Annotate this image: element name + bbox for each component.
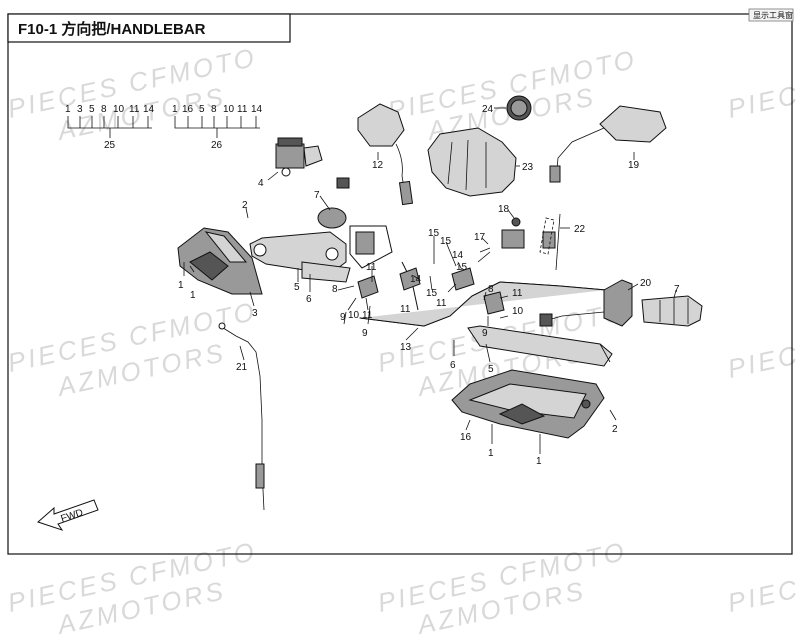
right-switch-part [539,279,703,327]
callout-2: 2 [612,424,618,435]
callout-11: 11 [362,310,373,321]
callout-11: 11 [436,298,447,309]
right-bracket-part [467,325,613,367]
kit-total: 26 [211,140,223,151]
diagram-frame [7,13,793,555]
callout-4: 4 [258,178,264,189]
callout-15: 15 [440,236,452,247]
cover-part [427,127,517,197]
kit-number: 1 [172,104,178,115]
kit-number: 14 [143,104,155,115]
callout-6: 6 [306,294,312,305]
kit-number: 3 [77,104,83,115]
callout-8: 8 [488,284,494,295]
callout-9: 9 [362,328,368,339]
left-bracket-part [249,231,351,283]
right-mirror-part [549,105,667,183]
callout-12: 12 [372,160,384,171]
kit-26: 1 16 5 8 10 11 14 26 [172,104,263,151]
callout-15: 15 [426,288,438,299]
callout-2: 2 [242,200,248,211]
kit-number: 11 [237,104,248,115]
callout-16: 16 [460,432,472,443]
callout-18: 18 [498,204,510,215]
callout-14: 14 [410,274,422,285]
callout-5: 5 [488,364,494,375]
callout-20: 20 [640,278,652,289]
callout-7: 7 [674,284,680,295]
callout-9: 9 [340,312,346,323]
callout-15: 15 [428,228,440,239]
show-toolbar-button[interactable]: 显示工具窗 [748,8,794,22]
callout-19: 19 [628,160,640,171]
handlebar-part [359,261,607,327]
callout-1: 1 [536,456,542,467]
kit-number: 8 [101,104,107,115]
watermark-line: PIECES CFMOTO [725,536,800,618]
kit-number: 10 [113,104,125,115]
callout-11: 11 [512,288,523,299]
kit-total: 25 [104,140,116,151]
fwd-arrow: FWD [37,499,99,531]
show-toolbar-button-box[interactable] [748,8,794,22]
kit-number: 5 [199,104,205,115]
watermark-line: PIECES CFMOTO [725,302,800,384]
fwd-arrow-icon [37,499,99,531]
show-toolbar-label[interactable]: 显示工具窗 [753,10,793,20]
left-handguard-part [177,227,263,295]
callout-7: 7 [314,190,320,201]
part-drawings: FWD [37,95,703,531]
kit-number: 5 [89,104,95,115]
master-cylinder-part [275,137,323,177]
switch-17-part [477,217,525,263]
cap-part [506,95,532,121]
callout-23: 23 [522,162,534,173]
callout-11: 11 [400,304,411,315]
leader-lines [183,107,677,454]
page-title: F10-1 方向把/HANDLEBAR [18,20,206,38]
kit-number: 14 [251,104,263,115]
callout-13: 13 [400,342,412,353]
callout-10: 10 [348,310,360,321]
callout-3: 3 [252,308,258,319]
left-switch-part [317,177,393,269]
throttle-part [539,213,561,271]
kit-number: 10 [223,104,235,115]
callout-1: 1 [190,290,196,301]
callout-8: 8 [332,284,338,295]
callouts: 24 12 23 19 4 7 18 22 2 15 15 17 1 1 5 6… [178,104,680,467]
clamps-part [357,267,505,315]
callout-17: 17 [474,232,486,243]
kit-number: 8 [211,104,217,115]
watermark-line: PIECES CFMOTO [725,42,800,124]
callout-24: 24 [482,104,494,115]
callout-9: 9 [482,328,488,339]
callout-14: 14 [452,250,464,261]
callout-21: 21 [236,362,248,373]
title-box [7,13,291,43]
callout-5: 5 [294,282,300,293]
cable-part [218,322,265,511]
fwd-label: FWD [60,507,85,525]
callout-11: 11 [366,262,377,273]
kit-25: 1 3 5 8 10 11 14 25 [65,104,155,151]
right-handguard-part [451,369,605,439]
left-mirror-part [357,103,414,206]
kit-number: 11 [129,104,140,115]
callout-1: 1 [488,448,494,459]
callout-22: 22 [574,224,586,235]
kit-number: 16 [182,104,194,115]
kit-number: 1 [65,104,71,115]
callout-15: 15 [456,262,468,273]
callout-6: 6 [450,360,456,371]
callout-10: 10 [512,306,524,317]
callout-1: 1 [178,280,184,291]
